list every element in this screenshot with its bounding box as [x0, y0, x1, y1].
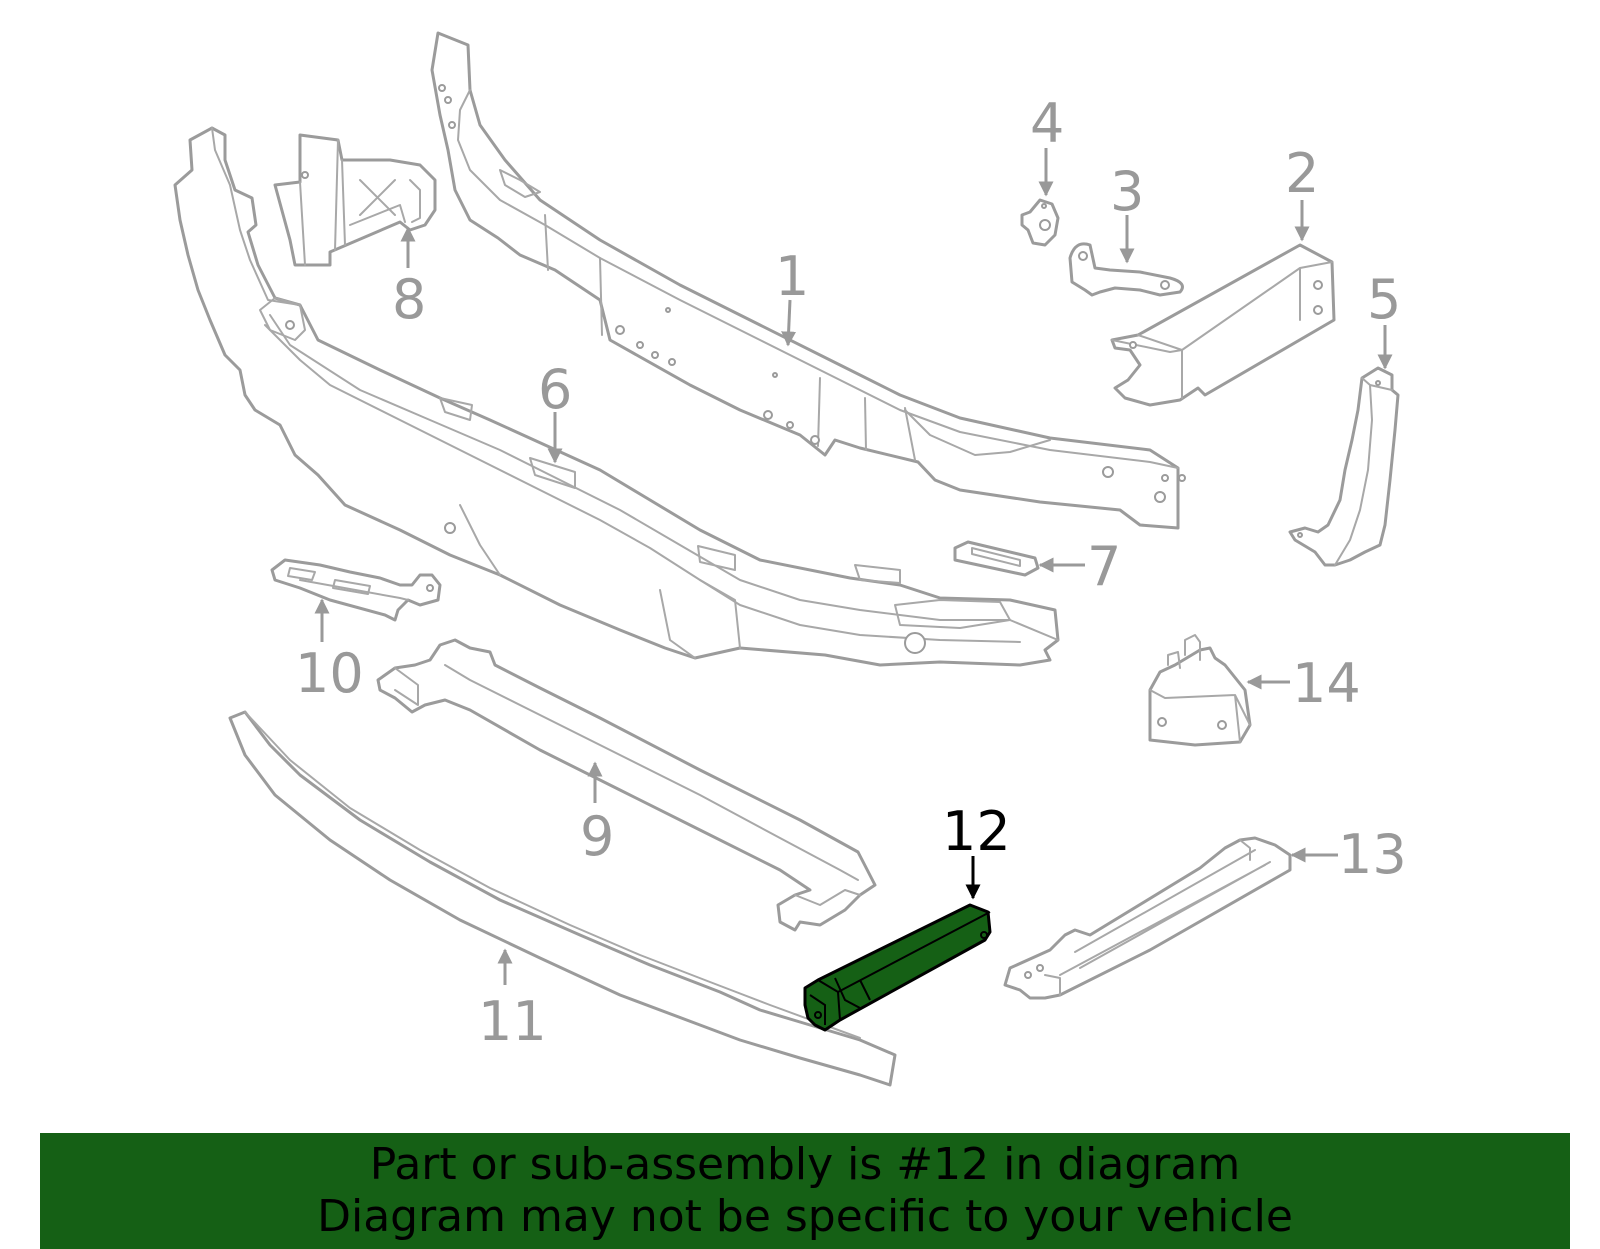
banner-line-2: Diagram may not be specific to your vehi… — [317, 1191, 1293, 1242]
callout-6[interactable]: 6 — [538, 358, 572, 421]
parts-diagram: 1 2 3 4 5 6 7 8 9 10 11 12 13 14 — [173, 31, 1407, 1087]
part-6-energy-absorber[interactable] — [173, 126, 1060, 667]
callout-1[interactable]: 1 — [775, 245, 809, 308]
part-2-crash-box[interactable] — [1110, 243, 1336, 407]
callout-7[interactable]: 7 — [1087, 535, 1121, 598]
callout-4[interactable]: 4 — [1030, 92, 1064, 155]
leader-lines — [314, 148, 1393, 985]
part-12-highlighted[interactable] — [803, 903, 992, 1032]
part-5-side-bracket[interactable] — [1288, 366, 1400, 567]
callout-3[interactable]: 3 — [1110, 160, 1144, 223]
part-13-lower-rail[interactable] — [1003, 836, 1292, 1000]
part-1-bumper-reinforcement[interactable] — [430, 31, 1186, 530]
callout-5[interactable]: 5 — [1367, 268, 1401, 331]
callout-10[interactable]: 10 — [295, 642, 364, 705]
part-11-trim-strip[interactable] — [228, 710, 897, 1087]
part-8-upper-bracket[interactable] — [273, 133, 437, 267]
callout-11[interactable]: 11 — [478, 990, 547, 1053]
callout-13[interactable]: 13 — [1338, 823, 1407, 886]
info-banner: Part or sub-assembly is #12 in diagram D… — [40, 1133, 1570, 1249]
part-9-lower-support[interactable] — [376, 638, 877, 932]
part-10-plate-bracket[interactable] — [270, 558, 442, 622]
callout-2[interactable]: 2 — [1285, 142, 1319, 205]
part-7-pad[interactable] — [953, 540, 1040, 577]
callout-9[interactable]: 9 — [580, 805, 614, 868]
banner-line-1: Part or sub-assembly is #12 in diagram — [369, 1139, 1241, 1190]
callout-labels: 1 2 3 4 5 6 7 8 9 10 11 12 13 14 — [295, 92, 1407, 1053]
part-4-clip[interactable] — [1020, 198, 1060, 247]
part-14-mount[interactable] — [1148, 634, 1252, 747]
callout-8[interactable]: 8 — [392, 268, 426, 331]
part-3-bracket[interactable] — [1068, 242, 1184, 297]
callout-14[interactable]: 14 — [1292, 652, 1361, 715]
callout-12[interactable]: 12 — [942, 800, 1011, 863]
